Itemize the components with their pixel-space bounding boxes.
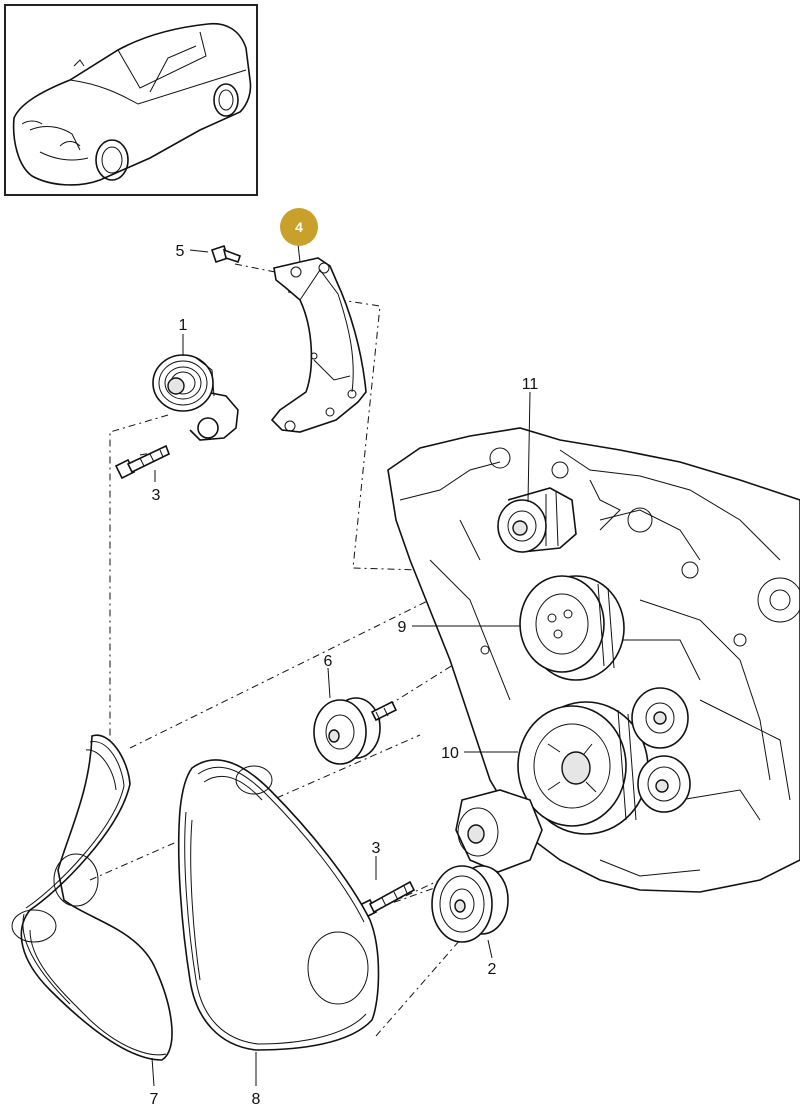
pulley-part-11 xyxy=(497,487,577,553)
callout-3-lower: 3 xyxy=(372,840,381,857)
tensioner-housing xyxy=(455,789,543,873)
bolt-part-5 xyxy=(210,244,242,264)
pulley-part-10 xyxy=(517,701,649,835)
bracket-part-4 xyxy=(270,257,367,433)
callout-5: 5 xyxy=(176,243,185,260)
callout-1: 1 xyxy=(179,317,188,334)
vehicle-thumbnail-icon xyxy=(12,22,252,186)
drive-belt-part-8 xyxy=(177,759,380,1051)
callout-8: 8 xyxy=(252,1091,261,1108)
callout-10: 10 xyxy=(441,745,459,762)
pulley-part-9 xyxy=(519,575,625,681)
idler-pulley-part-6 xyxy=(313,697,398,765)
drive-belt-part-7 xyxy=(11,734,173,1061)
callout-7: 7 xyxy=(150,1091,159,1108)
callout-3-upper: 3 xyxy=(152,487,161,504)
bolt-part-3-upper xyxy=(114,444,171,480)
callout-9: 9 xyxy=(398,619,407,636)
tensioner-pulley-part-1 xyxy=(152,354,239,441)
leader-lines xyxy=(151,243,531,1087)
callout-4: 4 xyxy=(295,219,303,235)
callout-11: 11 xyxy=(522,376,539,393)
highlight-badge-part-4: 4 xyxy=(280,208,318,246)
engine-idler-pulleys xyxy=(631,687,691,813)
pulley-part-2 xyxy=(431,865,509,943)
callout-6: 6 xyxy=(324,653,333,670)
callout-2: 2 xyxy=(488,961,497,978)
